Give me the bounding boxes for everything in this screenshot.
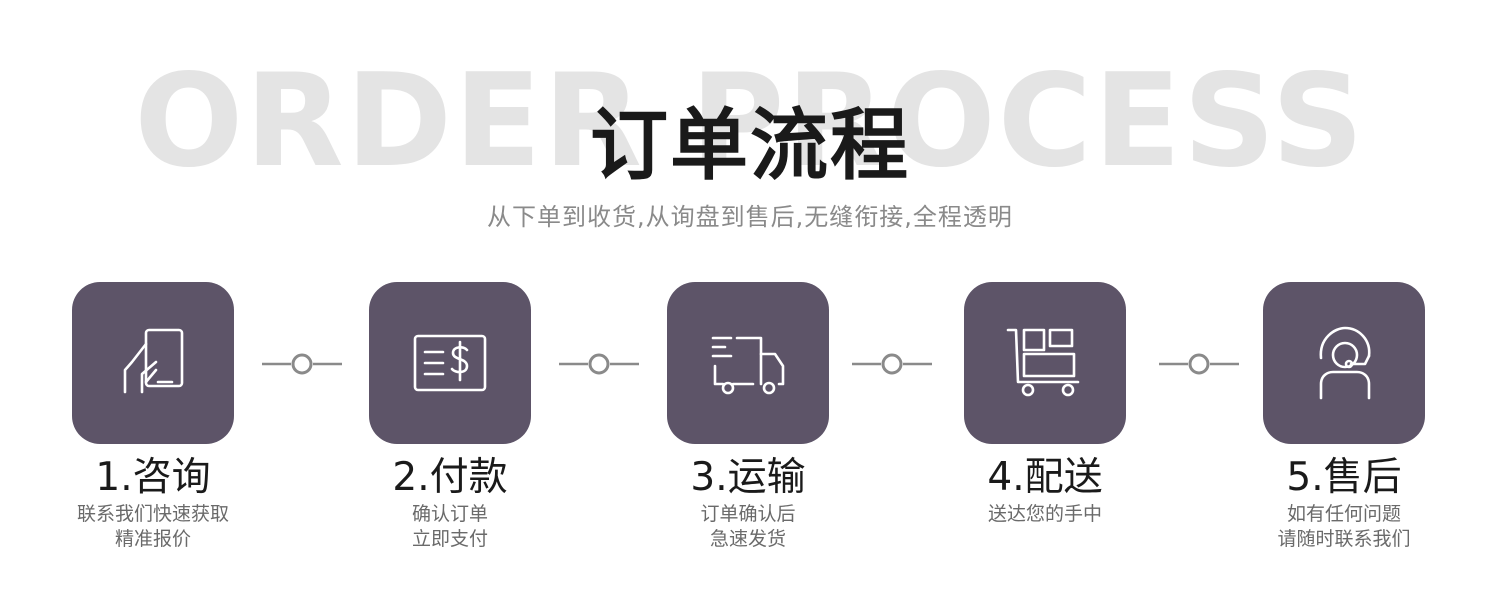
dollar-bill-icon	[413, 334, 487, 392]
step-tile	[667, 282, 829, 444]
customer-service-icon	[1319, 326, 1371, 400]
step-description: 请随时联系我们	[1277, 528, 1411, 550]
connector-line	[1159, 353, 1239, 375]
step-tile	[369, 282, 531, 444]
step-label: 1.咨询	[95, 455, 211, 500]
page-subtitle: 从下单到收货,从询盘到售后,无缝衔接,全程透明	[487, 203, 1013, 231]
step-aftersales: 5.售后 如有任何问题 请随时联系我们	[1229, 282, 1459, 552]
step-description: 如有任何问题	[1286, 503, 1401, 525]
background-watermark-text: ORDER PROCESS	[134, 47, 1366, 196]
cart-boxes-icon	[1006, 328, 1080, 397]
delivery-truck-icon	[711, 336, 785, 395]
step-tile	[1263, 282, 1425, 444]
step-label: 5.售后	[1286, 455, 1402, 500]
step-payment: 2.付款 确认订单 立即支付	[335, 282, 565, 552]
step-label: 3.运输	[690, 455, 806, 500]
step-description: 联系我们快速获取	[76, 503, 229, 525]
step-label: 2.付款	[392, 455, 508, 500]
step-description: 送达您的手中	[987, 503, 1102, 525]
connector-line	[262, 353, 342, 375]
step-label: 4.配送	[987, 455, 1103, 500]
step-description: 确认订单	[411, 503, 488, 525]
step-description: 急速发货	[709, 528, 786, 550]
step-tile	[72, 282, 234, 444]
step-consult: 1.咨询 联系我们快速获取 精准报价	[38, 282, 268, 552]
step-description: 订单确认后	[700, 503, 796, 525]
connector-line	[852, 353, 932, 375]
step-description: 精准报价	[114, 528, 191, 550]
step-tile	[964, 282, 1126, 444]
page-title: 订单流程	[589, 101, 910, 191]
phone-touch-icon	[123, 328, 184, 394]
connector-line	[559, 353, 639, 375]
step-delivery: 4.配送 送达您的手中	[930, 282, 1160, 527]
step-description: 立即支付	[411, 528, 488, 550]
step-shipping: 3.运输 订单确认后 急速发货	[633, 282, 863, 552]
